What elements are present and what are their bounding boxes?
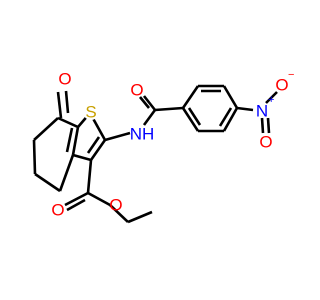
bond-c7-c7a — [57, 116, 79, 129]
ketone-oxygen-label: O — [58, 70, 71, 89]
bond-ar4-n-nitro — [236, 106, 254, 112]
atom-nitro-nitrogen: N + — [256, 94, 275, 121]
nitro-nitrogen-charge: + — [268, 94, 274, 106]
bond-c-carbonyl-o — [142, 95, 157, 111]
atom-ester-oxygen: O — [109, 196, 122, 215]
nitro-oxygen-charge: − — [288, 69, 294, 81]
structure-canvas: O S NH O N + O − O O O — [32, 69, 294, 224]
bond-c-ester-o-ether — [87, 191, 111, 207]
bond-c3-c-ester — [86, 159, 93, 194]
sulfur-label: S — [85, 103, 96, 122]
amide-oxygen-label: O — [130, 81, 143, 100]
bond-ar1-ar2 — [181, 85, 200, 109]
bond-n-nitro-o-single — [265, 91, 278, 104]
bond-c-carbonyl-ring — [154, 106, 184, 112]
bond-c2-n-amide — [104, 131, 131, 142]
atom-amide-nitrogen: NH — [130, 125, 155, 144]
bond-c-carbonyl-o-double — [138, 96, 151, 109]
atom-ketone-oxygen: O — [58, 70, 71, 89]
ester-carbonyl-oxygen-label: O — [51, 201, 64, 220]
bond-c-ester-o-carbonyl — [64, 191, 89, 207]
bond-c7-o-ketone — [56, 91, 63, 119]
bond-n-amide-c-carbonyl — [142, 109, 157, 126]
bond-ch2-ch3 — [127, 210, 153, 224]
atom-sulfur: S — [83, 103, 99, 122]
bond-ar4-ar5 — [222, 107, 239, 132]
nitro-oxygen-single-label: O — [275, 76, 288, 95]
bond-c2-c3-double — [86, 136, 101, 154]
bond-c5-c4 — [34, 172, 61, 193]
bond-c4-c3a — [58, 154, 75, 192]
bond-c3a-c7a — [71, 126, 80, 156]
atom-ester-carbonyl-oxygen: O — [51, 201, 64, 220]
atom-label-layer: O S NH O N + O − O O O — [51, 69, 294, 220]
nitro-oxygen-double-label: O — [259, 133, 272, 152]
bond-ar6-ar1 — [181, 107, 200, 132]
bond-c3-c3a — [72, 153, 92, 162]
bond-c-ester-o-carbonyl-double — [66, 198, 86, 212]
bond-n-nitro-o-double — [260, 117, 265, 134]
bond-c7-o-ketone-double — [64, 90, 70, 114]
atom-nitro-oxygen-single: O − — [275, 69, 294, 95]
bond-ar3-ar4 — [222, 85, 239, 109]
molecule-drawing: O S NH O N + O − O O O — [32, 69, 294, 224]
atom-amide-oxygen: O — [130, 81, 143, 100]
ester-oxygen-label: O — [109, 196, 122, 215]
bond-c7-c6 — [33, 117, 59, 141]
bond-ar4-ar5-double — [218, 107, 233, 127]
nitro-nitrogen-label: N — [256, 102, 268, 121]
atom-nitro-oxygen-double: O — [259, 133, 272, 152]
bond-c3a-c7a-double — [65, 127, 74, 153]
bond-n-nitro-o-double-2 — [266, 117, 271, 134]
bond-c2-c3 — [89, 139, 107, 161]
amide-nh-label: NH — [130, 125, 155, 144]
bond-c6-c5 — [32, 139, 37, 175]
bond-layer — [32, 84, 278, 224]
bond-o-ether-ch2 — [109, 204, 129, 223]
bond-ar6-ar1-double — [187, 107, 202, 126]
